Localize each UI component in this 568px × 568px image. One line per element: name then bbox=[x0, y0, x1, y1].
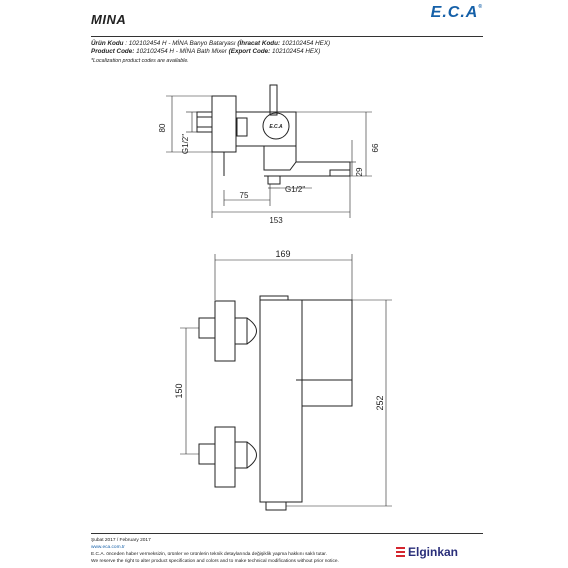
dim-150: 150 bbox=[174, 383, 184, 398]
front-upper-plate bbox=[214, 300, 236, 362]
front-dimensions bbox=[180, 254, 392, 507]
dim-80: 80 bbox=[158, 123, 167, 132]
dim-29: 29 bbox=[355, 167, 364, 176]
footer-rule bbox=[91, 533, 483, 534]
side-spout bbox=[263, 146, 351, 177]
side-view bbox=[196, 84, 351, 185]
side-inlet bbox=[196, 111, 213, 133]
front-body bbox=[259, 299, 303, 503]
en-code-value: 102102454 H - MİNA Bath Mixer bbox=[136, 48, 227, 56]
front-upper-connector bbox=[246, 317, 257, 345]
page-header: MINA E.C.A® bbox=[91, 0, 483, 36]
tr-export-value: 102102454 HEX) bbox=[281, 40, 331, 47]
side-dimensions bbox=[166, 95, 372, 218]
elginkan-icon bbox=[396, 547, 405, 557]
eca-logo: E.C.A® bbox=[383, 4, 483, 26]
en-export-label: (Export Code: bbox=[228, 48, 271, 56]
footer-date: Şubat 2017 / February 2017 bbox=[91, 538, 151, 543]
front-dim-labels: 169 150 252 bbox=[174, 249, 385, 411]
tr-export-label: (İhracat Kodu: bbox=[237, 40, 281, 47]
front-spout bbox=[301, 299, 353, 407]
tr-code-value: : 102102454 H - MİNA Banyo Bataryası bbox=[125, 40, 236, 47]
front-lower-connector bbox=[246, 441, 257, 469]
footer-url[interactable]: www.eca.com.tr bbox=[91, 545, 125, 550]
dim-153: 153 bbox=[269, 216, 283, 225]
front-view bbox=[198, 295, 353, 511]
eca-logo-text: E.C.A bbox=[430, 4, 479, 21]
elginkan-logo: Elginkan bbox=[396, 545, 458, 559]
cap-badge-text: E.C.A bbox=[269, 124, 283, 130]
en-code-label: Product Code: bbox=[91, 48, 135, 56]
front-lower-inlet bbox=[198, 443, 216, 465]
front-lower-plate bbox=[214, 426, 236, 488]
side-body-plate bbox=[211, 95, 237, 153]
header-rule bbox=[91, 36, 483, 37]
en-export-value: 102102454 HEX) bbox=[272, 48, 321, 56]
tr-code-label: Ürün Kodu bbox=[91, 40, 124, 47]
dim-66: 66 bbox=[371, 143, 380, 152]
info-row-en: Product Code: 102102454 H - MİNA Bath Mi… bbox=[91, 48, 483, 56]
footer-disclaimer-tr: E.C.A. önceden haber vermeksizin, ürünle… bbox=[91, 552, 327, 557]
registered-mark: ® bbox=[478, 4, 483, 10]
info-row-tr: Ürün Kodu : 102102454 H - MİNA Banyo Bat… bbox=[91, 40, 483, 48]
footer-disclaimer-en: We reserve the right to alter product sp… bbox=[91, 559, 339, 564]
side-lever bbox=[269, 84, 278, 116]
front-upper-inlet bbox=[198, 317, 216, 339]
localization-note: *Localization product codes are availabl… bbox=[91, 57, 189, 64]
side-dim-labels: 80 G1/2" 66 29 75 G1/2" 153 bbox=[158, 123, 380, 225]
product-info: Ürün Kodu : 102102454 H - MİNA Banyo Bat… bbox=[91, 40, 483, 65]
dim-252: 252 bbox=[375, 395, 385, 410]
dim-169: 169 bbox=[275, 249, 290, 259]
side-handle-cap bbox=[262, 112, 290, 140]
dim-g12-vertical: G1/2" bbox=[181, 134, 190, 154]
dim-g12-horizontal: G1/2" bbox=[285, 185, 305, 194]
page-footer: Şubat 2017 / February 2017 www.eca.com.t… bbox=[91, 537, 483, 565]
elginkan-text: Elginkan bbox=[408, 545, 459, 559]
side-cylinder bbox=[235, 111, 297, 147]
product-title: MINA bbox=[91, 12, 127, 27]
dim-75: 75 bbox=[240, 191, 249, 200]
